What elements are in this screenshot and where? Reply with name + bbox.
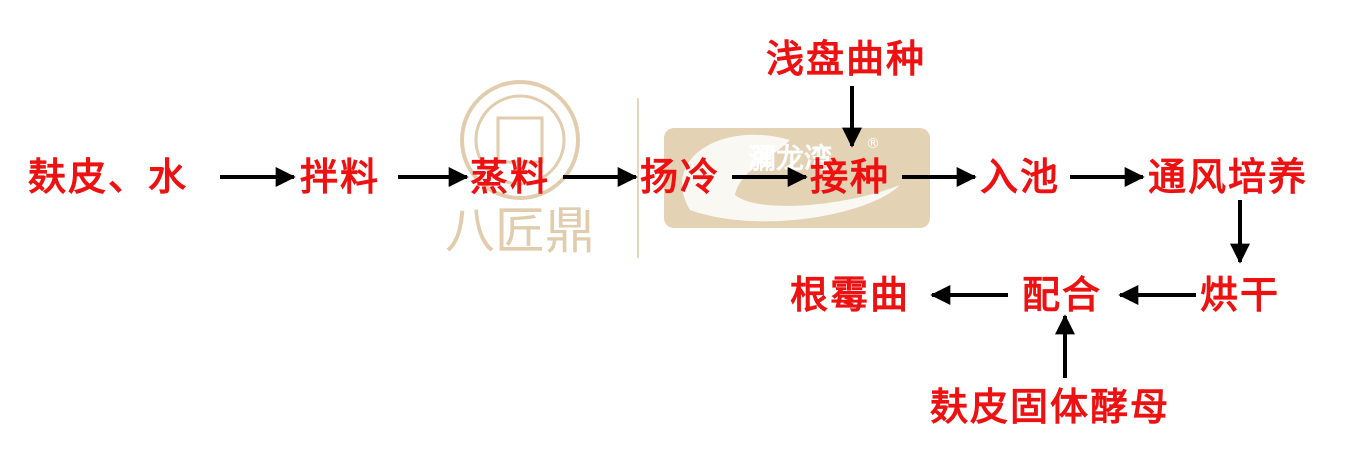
node-drying: 烘干 [1200, 273, 1281, 317]
node-cooling: 扬冷 [640, 155, 721, 199]
node-into-pool: 入池 [980, 155, 1061, 199]
dragon-swoosh-shape [682, 134, 900, 222]
node-bran-water: 麸皮、水 [28, 155, 189, 199]
left-logo-text: 八匠鼎 [445, 202, 595, 260]
registered-mark: ® [866, 136, 880, 152]
node-root-mold-koji: 根霉曲 [790, 273, 911, 317]
node-steaming: 蒸料 [470, 155, 551, 199]
node-inoculation: 接种 [810, 155, 891, 199]
left-logo-inner-ring [474, 94, 566, 186]
node-mixing: 拌料 [300, 155, 381, 199]
left-logo-emblem [496, 116, 544, 164]
left-logo: 八匠鼎 [445, 80, 595, 260]
node-ventilated-cultivation: 通风培养 [1148, 155, 1309, 199]
left-logo-ring [460, 80, 580, 200]
node-shallow-tray-starter: 浅盘曲种 [766, 37, 927, 81]
node-bran-solid-yeast: 麸皮固体酵母 [930, 385, 1171, 429]
node-blending: 配合 [1022, 273, 1103, 317]
